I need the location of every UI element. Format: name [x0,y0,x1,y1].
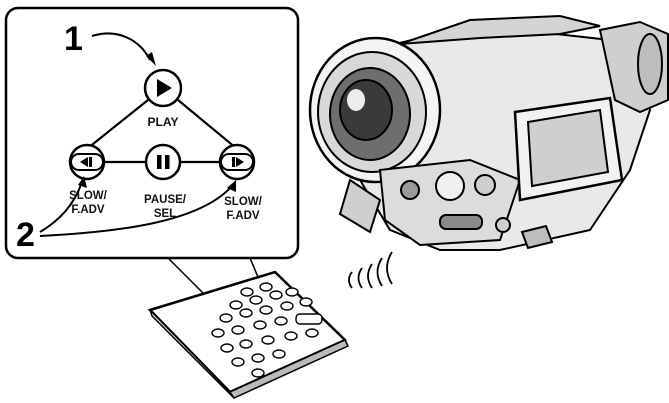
play-button[interactable]: PLAY [145,70,181,129]
slow-forward-label-line1: SLOW/ [224,196,262,208]
step-2-number: 2 [16,216,35,254]
pause-label-line1: PAUSE/ [144,194,187,206]
slow-forward-label-line2: F.ADV [226,210,260,222]
step-1-number: 1 [64,20,83,58]
remote-control [150,272,348,398]
slow-reverse-label-line2: F.ADV [71,204,105,216]
play-label: PLAY [148,115,179,129]
ir-signal-waves [349,252,392,288]
camcorder-illustration [310,16,668,250]
remote-zoom-panel: 1 PLAY SLOW/ F.ADV PAUSE [6,8,298,258]
